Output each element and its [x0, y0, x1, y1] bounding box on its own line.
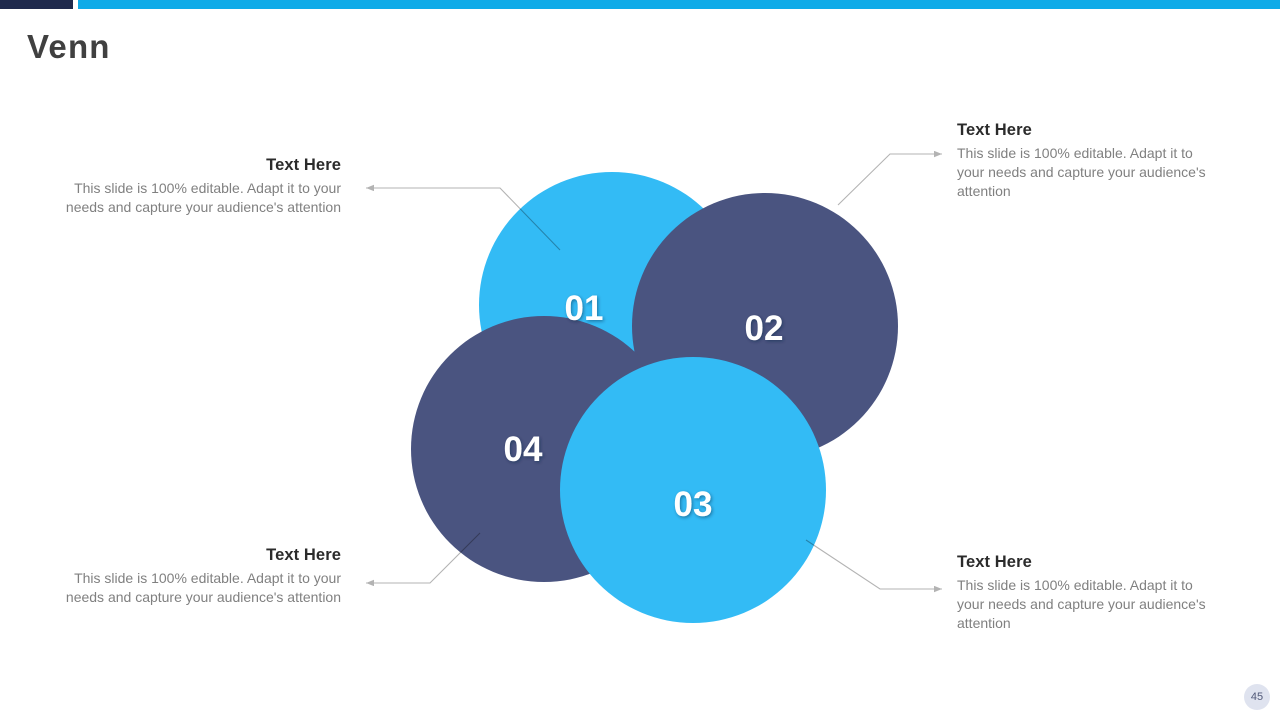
venn-label-04: 04 [504, 430, 543, 469]
top-accent-bar-dark [0, 0, 73, 9]
venn-label-01: 01 [565, 289, 604, 328]
callout-bottom-left-body: This slide is 100% editable. Adapt it to… [65, 570, 341, 605]
venn-label-02: 02 [745, 309, 784, 348]
top-accent-bar-blue [78, 0, 1280, 9]
connector-bottom-right [805, 539, 942, 593]
venn-label-03: 03 [674, 485, 713, 524]
callout-top-right[interactable]: Text Here This slide is 100% editable. A… [957, 121, 1217, 201]
callout-bottom-right-body: This slide is 100% editable. Adapt it to… [957, 577, 1206, 631]
callout-top-right-title: Text Here [957, 121, 1032, 139]
callout-top-left[interactable]: Text Here This slide is 100% editable. A… [41, 156, 341, 217]
page-title: Venn [27, 28, 111, 65]
callout-bottom-right-title: Text Here [957, 553, 1032, 571]
venn-circle-03[interactable] [560, 357, 826, 623]
callout-bottom-left-title: Text Here [266, 546, 341, 564]
venn-circle-group [411, 172, 898, 623]
callout-bottom-right[interactable]: Text Here This slide is 100% editable. A… [957, 553, 1219, 633]
connector-top-right [837, 150, 942, 206]
callout-bottom-left[interactable]: Text Here This slide is 100% editable. A… [41, 546, 341, 607]
venn-number-labels: 01 02 03 04 [504, 289, 784, 524]
callout-top-left-title: Text Here [266, 156, 341, 174]
callout-top-left-body: This slide is 100% editable. Adapt it to… [65, 180, 341, 215]
page-number-badge: 45 [1244, 684, 1270, 710]
callout-top-right-body: This slide is 100% editable. Adapt it to… [957, 145, 1206, 199]
